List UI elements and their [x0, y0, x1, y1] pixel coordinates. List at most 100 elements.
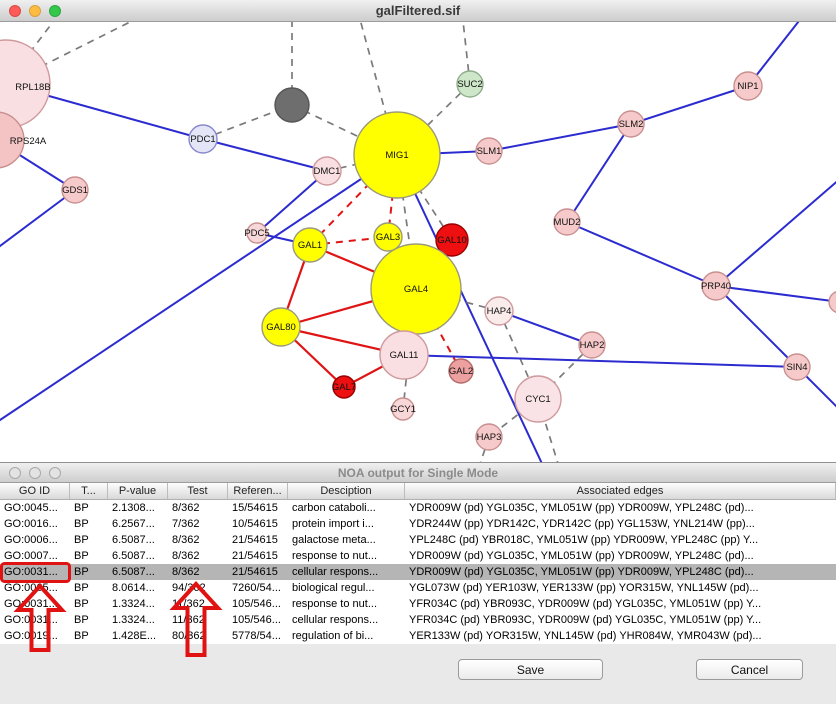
- edge-pp-SLM1-SLM2[interactable]: [488, 123, 632, 152]
- node-SUC2[interactable]: [456, 70, 484, 98]
- node-GAL80[interactable]: [261, 307, 301, 347]
- edge-pp-GAL11-SIN4[interactable]: [403, 354, 798, 368]
- column-header-associated_edges[interactable]: Associated edges: [405, 483, 836, 499]
- cell-associated_edges[interactable]: YPL248C (pd) YBR018C, YML051W (pp) YDR00…: [409, 534, 759, 546]
- node-GAL1[interactable]: [292, 227, 328, 263]
- cell-reference[interactable]: 7260/54...: [232, 582, 281, 594]
- cell-test[interactable]: 11/362: [172, 598, 205, 610]
- edge-pp-DMC1-PDC5[interactable]: [256, 170, 328, 234]
- cell-type[interactable]: BP: [74, 598, 89, 610]
- cell-description[interactable]: cellular respons...: [292, 566, 379, 578]
- node-MUD2[interactable]: [553, 208, 581, 236]
- cell-test[interactable]: 8/362: [172, 502, 200, 514]
- cell-type[interactable]: BP: [74, 534, 89, 546]
- cell-reference[interactable]: 10/54615: [232, 518, 278, 530]
- cell-test[interactable]: 8/362: [172, 566, 200, 578]
- node-HAP4[interactable]: [484, 296, 514, 326]
- node-SIN4[interactable]: [783, 353, 811, 381]
- cell-test[interactable]: 8/362: [172, 534, 200, 546]
- cell-associated_edges[interactable]: YFR034C (pd) YBR093C, YDR009W (pd) YGL03…: [409, 598, 762, 610]
- cell-associated_edges[interactable]: YFR034C (pd) YBR093C, YDR009W (pd) YGL03…: [409, 614, 762, 626]
- cell-reference[interactable]: 21/54615: [232, 534, 278, 546]
- cell-reference[interactable]: 21/54615: [232, 550, 278, 562]
- cell-p_value[interactable]: 6.5087...: [112, 566, 155, 578]
- edge-rd-MIG1-GAL1[interactable]: [309, 154, 398, 246]
- cell-associated_edges[interactable]: YDR009W (pd) YGL035C, YML051W (pp) YDR00…: [409, 566, 754, 578]
- node-SLM2[interactable]: [617, 110, 645, 138]
- node-SLM1[interactable]: [475, 137, 503, 165]
- minimize-button-inactive[interactable]: [29, 466, 41, 479]
- cell-p_value[interactable]: 1.3324...: [112, 598, 155, 610]
- edge-pp-PRP40-CLIP1[interactable]: [715, 285, 836, 303]
- cell-p_value[interactable]: 1.428E...: [112, 630, 157, 642]
- cell-go_id[interactable]: GO:0031...: [4, 614, 58, 626]
- cancel-button[interactable]: Cancel: [696, 659, 803, 680]
- edge-pp-HAP4-HAP2[interactable]: [498, 310, 593, 346]
- cell-description[interactable]: carbon cataboli...: [292, 502, 376, 514]
- close-button[interactable]: [9, 4, 21, 17]
- cell-go_id[interactable]: GO:0006...: [4, 534, 58, 546]
- column-header-type[interactable]: T...: [70, 483, 108, 499]
- node-GAL3[interactable]: [373, 222, 403, 252]
- cell-go_id[interactable]: GO:0016...: [4, 518, 58, 530]
- edge-pd-MIG1-GAL4[interactable]: [396, 154, 417, 290]
- cell-reference[interactable]: 105/546...: [232, 614, 281, 626]
- cell-description[interactable]: galactose meta...: [292, 534, 376, 546]
- node-GDS1[interactable]: [61, 176, 89, 204]
- cell-p_value[interactable]: 6.5087...: [112, 534, 155, 546]
- table-row[interactable]: GO:0006... BP 6.5087... 8/362 21/54615 galact…: [0, 532, 836, 548]
- edge-pp-PDC1-DMC1[interactable]: [202, 138, 328, 172]
- edge-pp-NIP1-@806,-10[interactable]: [747, 22, 806, 87]
- cell-go_id[interactable]: GO:0031...: [4, 598, 58, 610]
- cell-test[interactable]: 80/362: [172, 630, 206, 642]
- column-header-go_id[interactable]: GO ID: [0, 483, 70, 499]
- cell-test[interactable]: 11/362: [172, 614, 205, 626]
- edge-pp-PRP40-SIN4[interactable]: [715, 285, 798, 368]
- cell-go_id[interactable]: GO:0065...: [4, 582, 58, 594]
- network-window-titlebar[interactable]: galFiltered.sif: [0, 0, 836, 22]
- node-DMC1[interactable]: [312, 156, 342, 186]
- cell-p_value[interactable]: 2.1308...: [112, 502, 155, 514]
- cell-type[interactable]: BP: [74, 582, 89, 594]
- close-button-inactive[interactable]: [9, 466, 21, 479]
- cell-type[interactable]: BP: [74, 630, 89, 642]
- noa-window-titlebar[interactable]: NOA output for Single Mode: [0, 463, 836, 483]
- node-GAL11[interactable]: [379, 330, 429, 380]
- cell-description[interactable]: protein import i...: [292, 518, 374, 530]
- edge-pd-MIG1-@358,-10[interactable]: [358, 22, 398, 156]
- column-header-test[interactable]: Test: [168, 483, 228, 499]
- cell-description[interactable]: cellular respons...: [292, 614, 379, 626]
- cell-type[interactable]: BP: [74, 502, 89, 514]
- edge-pd-CYC1-HAP3[interactable]: [488, 398, 539, 438]
- cell-associated_edges[interactable]: YDR009W (pd) YGL035C, YML051W (pp) YDR00…: [409, 502, 754, 514]
- cell-reference[interactable]: 5778/54...: [232, 630, 281, 642]
- node-PDC1[interactable]: [188, 124, 218, 154]
- cell-type[interactable]: BP: [74, 550, 89, 562]
- cell-description[interactable]: biological regul...: [292, 582, 375, 594]
- node-PDC5[interactable]: [246, 222, 268, 244]
- cell-p_value[interactable]: 1.3324...: [112, 614, 155, 626]
- node-GCY1[interactable]: [391, 397, 415, 421]
- node-RPS24A[interactable]: [0, 111, 25, 169]
- cell-go_id[interactable]: GO:0031...: [4, 566, 58, 578]
- node-NIP1[interactable]: [733, 71, 763, 101]
- cell-associated_edges[interactable]: YDR244W (pp) YDR142C, YDR142C (pp) YGL15…: [409, 518, 755, 530]
- cell-test[interactable]: 7/362: [172, 518, 200, 530]
- node-CLIP1[interactable]: [828, 291, 836, 313]
- node-DARK[interactable]: [274, 87, 310, 123]
- node-MIG1[interactable]: [353, 111, 441, 199]
- cell-reference[interactable]: 15/54615: [232, 502, 278, 514]
- cell-reference[interactable]: 105/546...: [232, 598, 281, 610]
- zoom-button[interactable]: [49, 4, 61, 17]
- cell-description[interactable]: response to nut...: [292, 598, 377, 610]
- cell-p_value[interactable]: 8.0614...: [112, 582, 155, 594]
- node-GAL7[interactable]: [332, 375, 356, 399]
- column-header-reference[interactable]: Referen...: [228, 483, 288, 499]
- node-CYC1[interactable]: [514, 375, 562, 423]
- edge-pp-GDS1-@-12,233[interactable]: [0, 189, 76, 255]
- column-header-description[interactable]: Desciption: [288, 483, 405, 499]
